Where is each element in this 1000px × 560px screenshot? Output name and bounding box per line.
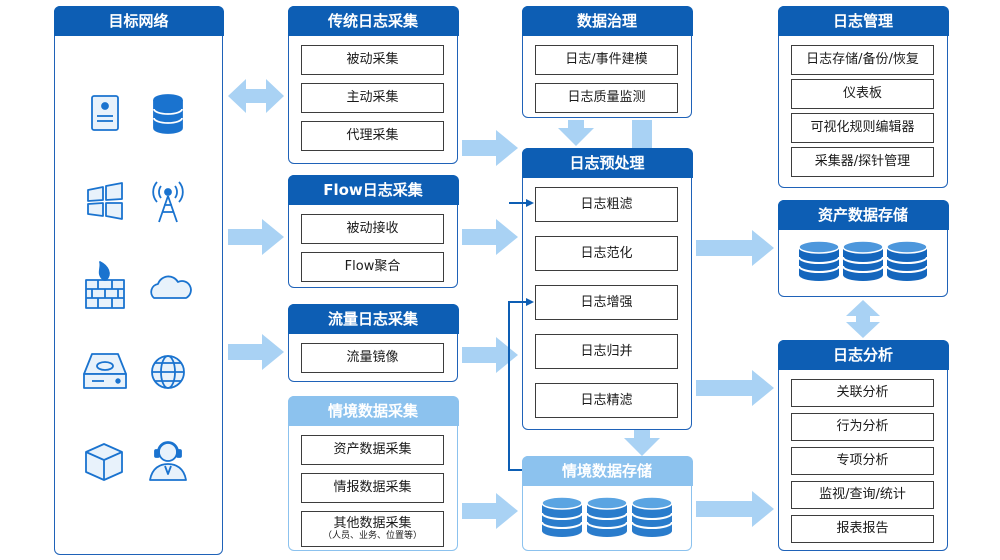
data-governance-title: 数据治理 xyxy=(521,5,693,36)
coarse-filter-item: 日志粗滤 xyxy=(535,187,678,222)
correlation-analysis-item: 关联分析 xyxy=(791,379,934,407)
event-modeling-item: 日志/事件建模 xyxy=(535,45,678,75)
arrow-context-storage-to-analysis xyxy=(696,491,774,527)
passive-collection-item: 被动采集 xyxy=(301,45,444,75)
collector-probe-item: 采集器/探针管理 xyxy=(791,147,934,177)
traffic-mirror-item: 流量镜像 xyxy=(301,343,444,373)
flow-aggregation-item: Flow聚合 xyxy=(301,252,444,282)
traditional-collection-panel: 传统日志采集 被动采集 主动采集 代理采集 xyxy=(287,5,459,164)
arrow-network-to-traffic xyxy=(228,334,284,370)
quality-monitoring-item: 日志质量监测 xyxy=(535,83,678,113)
other-data-collection-label: 其他数据采集 xyxy=(333,515,412,531)
reports-item: 报表报告 xyxy=(791,515,934,543)
active-collection-item: 主动采集 xyxy=(301,83,444,113)
arrow-context-to-storage xyxy=(462,493,518,529)
storage-backup-item: 日志存储/备份/恢复 xyxy=(791,45,934,75)
other-data-collection-item: 其他数据采集 （人员、业务、位置等） xyxy=(301,511,444,547)
double-arrow-asset-analysis xyxy=(846,300,880,338)
data-governance-panel: 数据治理 日志/事件建模 日志质量监测 xyxy=(521,5,693,118)
asset-storage-panel: 资产数据存储 xyxy=(777,199,949,297)
asset-data-collection-item: 资产数据采集 xyxy=(301,435,444,465)
log-preprocessing-title: 日志预处理 xyxy=(521,147,693,178)
log-management-panel: 日志管理 日志存储/备份/恢复 仪表板 可视化规则编辑器 采集器/探针管理 xyxy=(777,5,949,188)
special-analysis-item: 专项分析 xyxy=(791,447,934,475)
flow-collection-panel: Flow日志采集 被动接收 Flow聚合 xyxy=(287,174,459,288)
context-storage-panel: 情境数据存储 xyxy=(521,455,693,551)
normalization-item: 日志范化 xyxy=(535,236,678,271)
traffic-collection-title: 流量日志采集 xyxy=(287,303,459,334)
merge-item: 日志归并 xyxy=(535,334,678,369)
log-preprocessing-panel: 日志预处理 日志粗滤 日志范化 日志增强 日志归并 日志精滤 xyxy=(521,147,693,430)
arrow-preprocess-to-analysis xyxy=(696,370,774,406)
other-data-collection-note: （人员、业务、位置等） xyxy=(322,531,422,542)
rule-editor-item: 可视化规则编辑器 xyxy=(791,113,934,143)
arrow-flow-to-preprocess xyxy=(462,219,518,255)
fine-filter-item: 日志精滤 xyxy=(535,383,678,418)
target-network-panel: 目标网络 xyxy=(53,5,224,555)
asset-storage-title: 资产数据存储 xyxy=(777,199,949,230)
context-storage-title: 情境数据存储 xyxy=(521,455,693,486)
arrow-preprocess-to-context-storage xyxy=(624,430,660,456)
dashboard-item: 仪表板 xyxy=(791,79,934,109)
monitor-query-stats-item: 监视/查询/统计 xyxy=(791,481,934,509)
target-network-title: 目标网络 xyxy=(53,5,224,36)
intel-data-collection-item: 情报数据采集 xyxy=(301,473,444,503)
arrow-governance-to-preprocess xyxy=(558,120,594,146)
connector-governance-preprocess xyxy=(632,120,652,148)
traffic-collection-panel: 流量日志采集 流量镜像 xyxy=(287,303,459,382)
passive-receive-item: 被动接收 xyxy=(301,214,444,244)
traditional-collection-title: 传统日志采集 xyxy=(287,5,459,36)
flow-collection-title: Flow日志采集 xyxy=(287,174,459,205)
log-analysis-title: 日志分析 xyxy=(777,339,949,370)
log-management-title: 日志管理 xyxy=(777,5,949,36)
context-collection-title: 情境数据采集 xyxy=(287,395,459,426)
behavior-analysis-item: 行为分析 xyxy=(791,413,934,441)
log-analysis-panel: 日志分析 关联分析 行为分析 专项分析 监视/查询/统计 报表报告 xyxy=(777,339,949,551)
arrow-traffic-to-preprocess xyxy=(462,337,518,373)
context-collection-panel: 情境数据采集 资产数据采集 情报数据采集 其他数据采集 （人员、业务、位置等） xyxy=(287,395,459,551)
arrow-preprocess-to-asset-storage xyxy=(696,230,774,266)
arrow-traditional-to-preprocess xyxy=(462,130,518,166)
enrichment-item: 日志增强 xyxy=(535,285,678,320)
arrow-network-to-flow xyxy=(228,219,284,255)
double-arrow-network-collection xyxy=(228,79,284,113)
agent-collection-item: 代理采集 xyxy=(301,121,444,151)
